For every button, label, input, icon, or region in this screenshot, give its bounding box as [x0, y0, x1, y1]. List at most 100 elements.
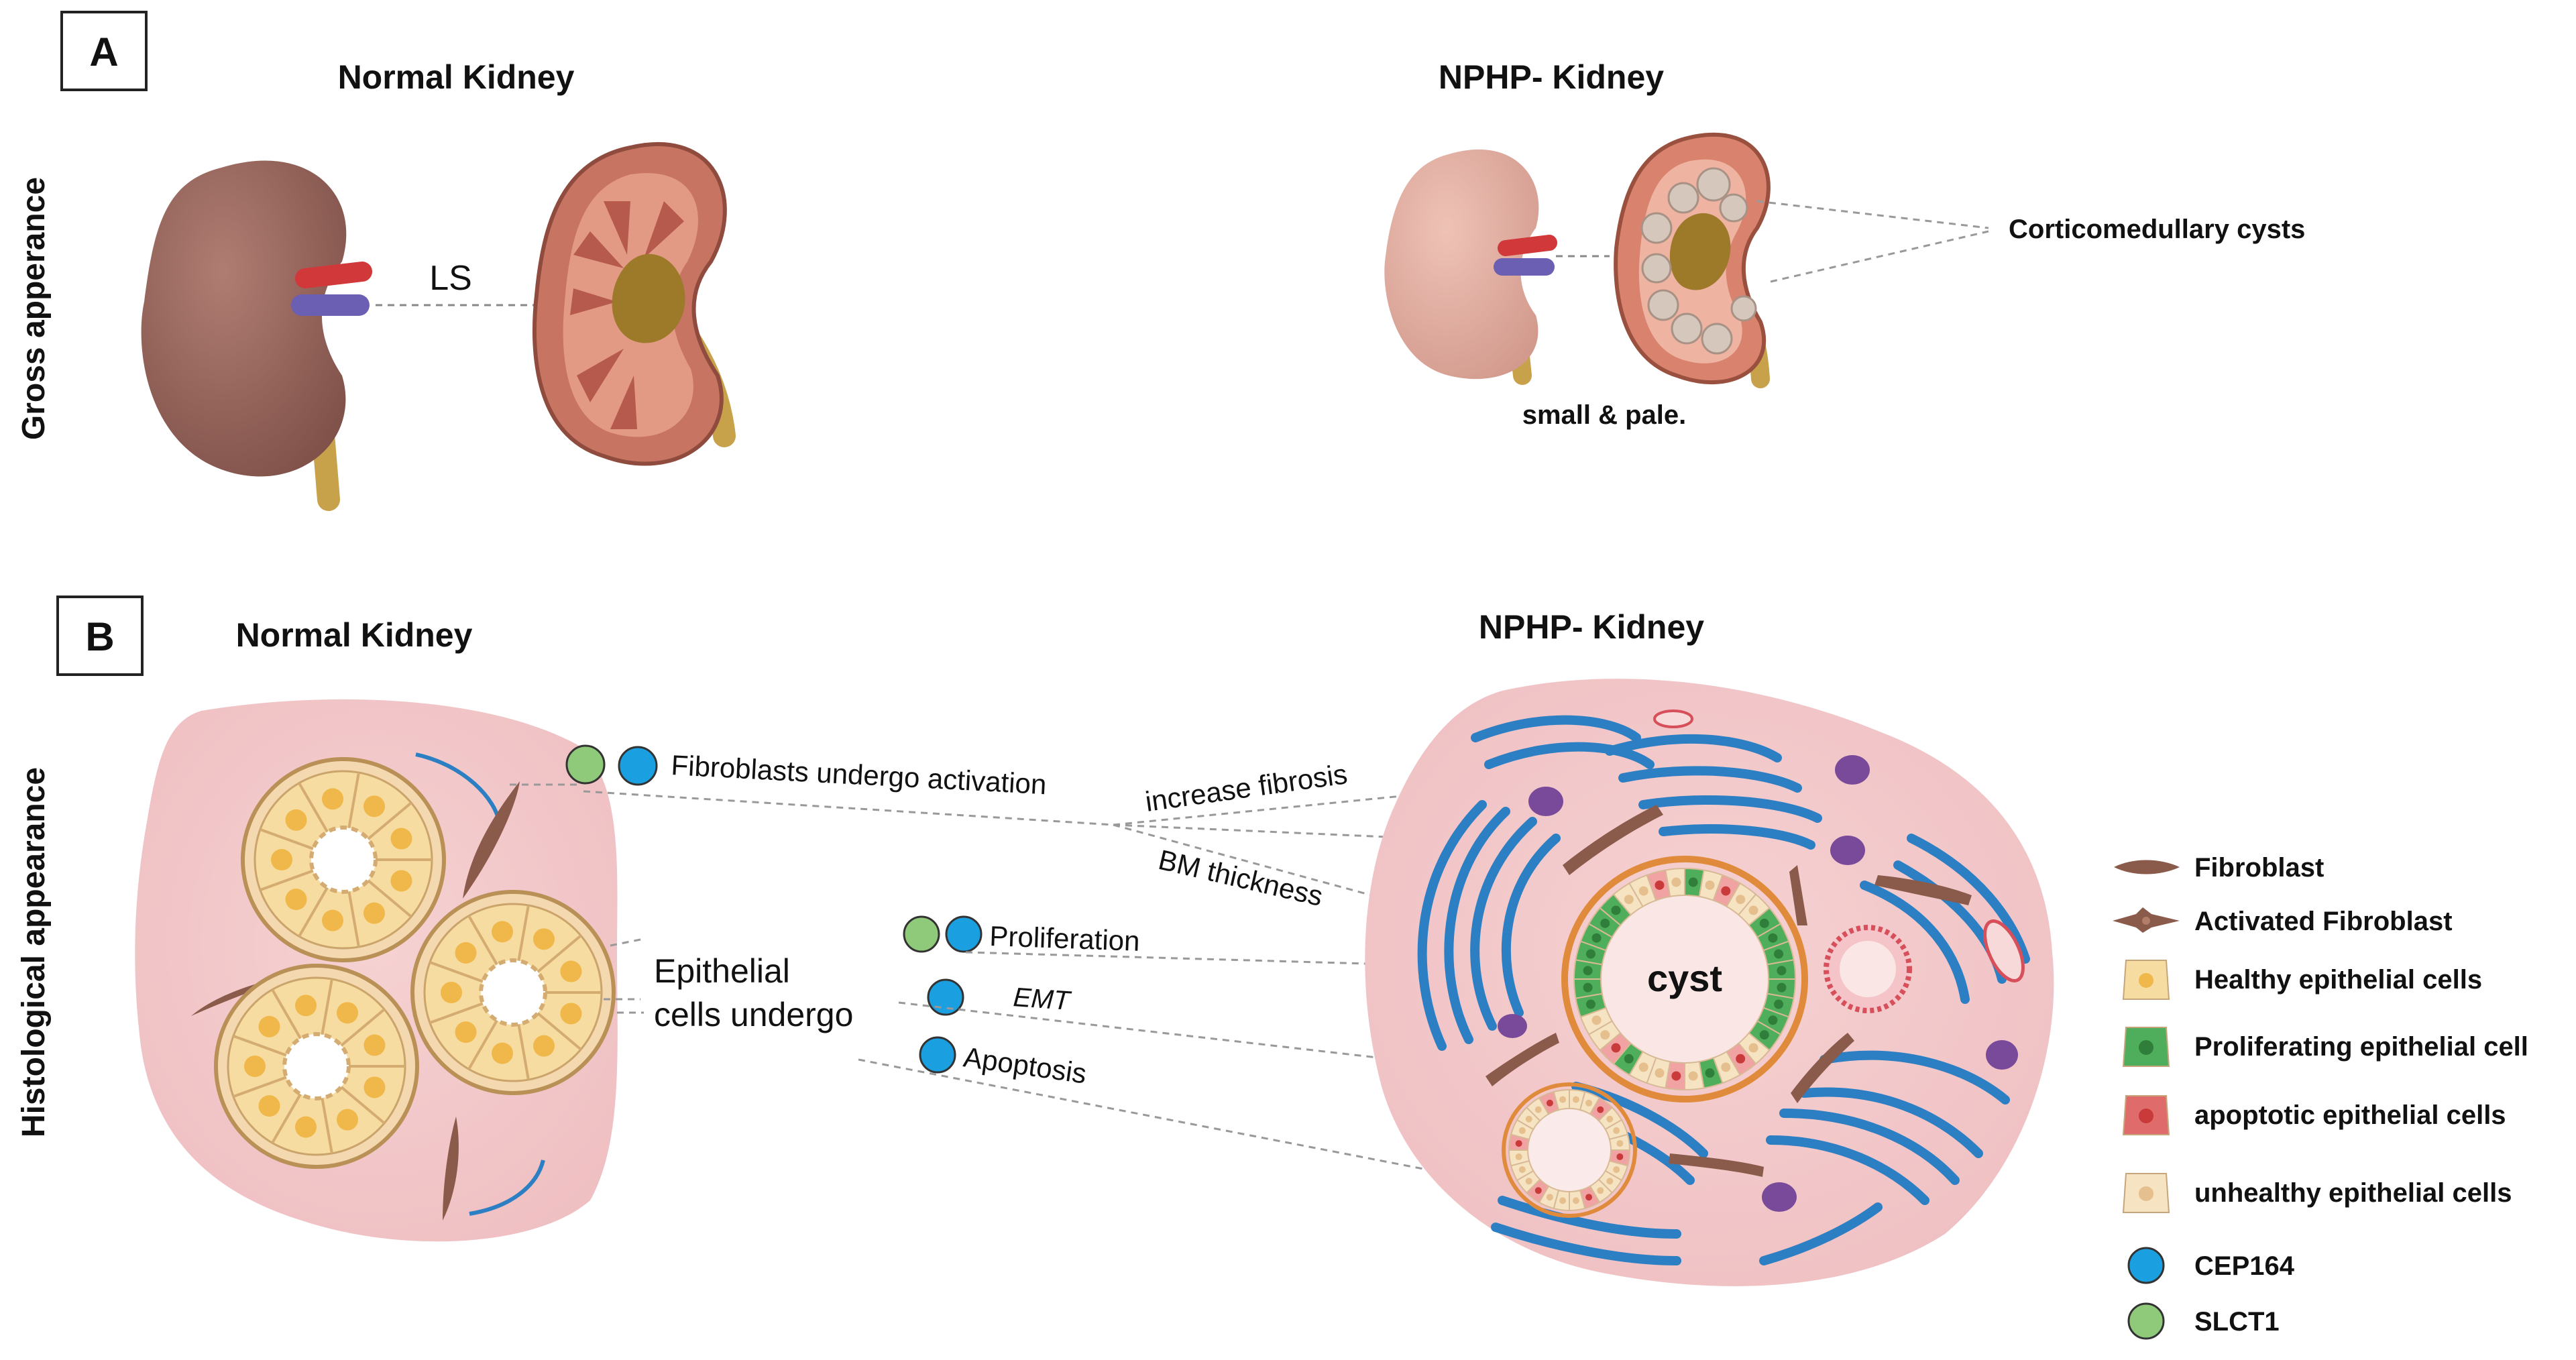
corticomedullary-cysts: [1640, 167, 1757, 355]
legend-item: Fibroblast: [2114, 853, 2324, 883]
cyst-label: cyst: [1647, 957, 1722, 999]
tubule-icon: [410, 890, 616, 1095]
nucleus-icon: [337, 1002, 358, 1024]
nucleus-icon: [244, 1056, 266, 1077]
legend-item: apoptotic epithelial cells: [2122, 1095, 2506, 1135]
activated-fibroblasts: [1486, 805, 1972, 1177]
nucleus-icon: [441, 982, 462, 1003]
panel-a-letter-box: [60, 11, 148, 91]
activated-fibroblast-icon: [1789, 865, 1807, 925]
legend-item: SLCT1: [2127, 1302, 2280, 1340]
nucleus-icon: [363, 795, 385, 817]
panel-b-letter: B: [85, 614, 114, 659]
nucleus-icon: [322, 788, 344, 810]
nucleus-icon: [295, 1116, 317, 1138]
nucleus-icon: [492, 1042, 514, 1064]
nucleus-icon: [390, 828, 412, 850]
legend-label: SLCT1: [2194, 1307, 2280, 1337]
nucleus-icon: [363, 1076, 386, 1098]
legend-label: apoptotic epithelial cells: [2194, 1100, 2506, 1130]
panel-b-letter-box: [56, 596, 144, 676]
apoptotic-cell-icon: [2122, 1095, 2170, 1135]
panel-a: A Gross apperance Normal Kidney NPHP- Ki…: [16, 11, 2305, 511]
legend-item: Activated Fibroblast: [2113, 907, 2453, 936]
nucleus-icon: [363, 902, 385, 924]
cep164-dot-icon: [919, 1036, 956, 1074]
renal-pyramids: [570, 201, 684, 429]
annotation-dots: [565, 744, 983, 1074]
legend-label: Healthy epithelial cells: [2194, 965, 2482, 995]
slct1-dot-icon: [903, 915, 940, 953]
nucleus-icon: [455, 1021, 477, 1043]
ls-label: LS: [429, 259, 472, 298]
nucleus-icon: [271, 849, 292, 870]
legend-label: Fibroblast: [2194, 853, 2324, 883]
normal-tubules: [214, 757, 616, 1169]
legend-label: CEP164: [2194, 1251, 2295, 1281]
unhealthy-cell-icon: [2122, 1173, 2170, 1213]
cyst-tubule: [1561, 856, 1808, 1102]
small-pale-label: small & pale.: [1522, 400, 1687, 430]
activated-fibroblast-icon: [2113, 907, 2180, 933]
epithelial-label-line2: cells undergo: [654, 996, 853, 1033]
legend-label: unhealthy epithelial cells: [2194, 1178, 2512, 1208]
panel-a-side-label: Gross apperance: [16, 177, 52, 440]
legend-label: Proliferating epithelial cell: [2194, 1032, 2528, 1062]
nucleus-icon: [285, 809, 307, 831]
activated-fibroblast-icon: [1791, 1033, 1854, 1103]
cep164-dot-icon: [2127, 1247, 2165, 1284]
panel-a-normal-title: Normal Kidney: [338, 58, 575, 96]
healthy-cell-icon: [2122, 960, 2170, 1000]
panel-a-nphp-title: NPHP- Kidney: [1439, 58, 1664, 96]
legend-item: CEP164: [2127, 1247, 2295, 1284]
kidney-body-icon: [141, 160, 347, 477]
panel-a-letter: A: [89, 30, 118, 74]
nucleus-icon: [533, 1035, 555, 1057]
nucleus-icon: [295, 995, 317, 1017]
nucleus-icon: [258, 1095, 280, 1117]
nucleus-icon: [560, 960, 582, 982]
capillary-icon: [1983, 919, 2025, 982]
activated-fibroblast-icon: [1669, 1153, 1764, 1177]
proliferation-label: Proliferation: [989, 920, 1141, 957]
nphp-kidney-section: [1614, 132, 1771, 388]
renal-artery-icon: [1498, 235, 1557, 256]
cysts-label: Corticomedullary cysts: [2009, 215, 2305, 244]
legend-item: Healthy epithelial cells: [2122, 960, 2482, 1000]
damaged-tubule: [1502, 1082, 1637, 1218]
fibroblast-icon: [463, 781, 520, 899]
panel-b-normal-title: Normal Kidney: [236, 616, 473, 654]
nphp-kidney-external: [1384, 149, 1557, 385]
nucleus-icon: [560, 1003, 582, 1025]
bm-thickness-label: BM thickness: [1156, 844, 1326, 912]
legend-label: Activated Fibroblast: [2194, 907, 2453, 936]
fibroblast-icon: [2114, 860, 2180, 874]
small-tubule-lumen: [1840, 941, 1896, 997]
renal-pelvis-icon: [612, 253, 685, 343]
panel-b: B Histological appearance Normal Kidney …: [16, 596, 2528, 1340]
slct1-dot-icon: [2127, 1302, 2165, 1340]
panel-b-nphp-title: NPHP- Kidney: [1479, 608, 1704, 646]
inflammatory-cells: [1498, 755, 2018, 1212]
tubule-icon: [214, 964, 419, 1169]
cysts-pointer-lines: [1756, 200, 1989, 283]
fibro-activation-label: Fibroblasts undergo activation: [671, 749, 1048, 800]
normal-kidney-section: [532, 141, 736, 466]
renal-artery-icon: [295, 262, 372, 288]
nucleus-icon: [455, 942, 477, 964]
fibroblast-icon: [443, 1117, 459, 1221]
renal-pelvis-icon: [1669, 213, 1731, 290]
nucleus-icon: [258, 1015, 280, 1037]
capillary-icon: [1653, 710, 1693, 728]
normal-kidney-external: [141, 160, 372, 511]
activated-fibroblast-icon: [1874, 875, 1972, 905]
nucleus-icon: [322, 909, 344, 931]
legend-item: Proliferating epithelial cell: [2122, 1027, 2528, 1067]
nucleus-icon: [337, 1109, 358, 1131]
normal-tissue: [135, 699, 618, 1242]
fiber-icon: [469, 1159, 545, 1216]
cep164-dot-icon: [927, 978, 964, 1016]
nphp-tissue: cyst: [1365, 679, 2054, 1286]
